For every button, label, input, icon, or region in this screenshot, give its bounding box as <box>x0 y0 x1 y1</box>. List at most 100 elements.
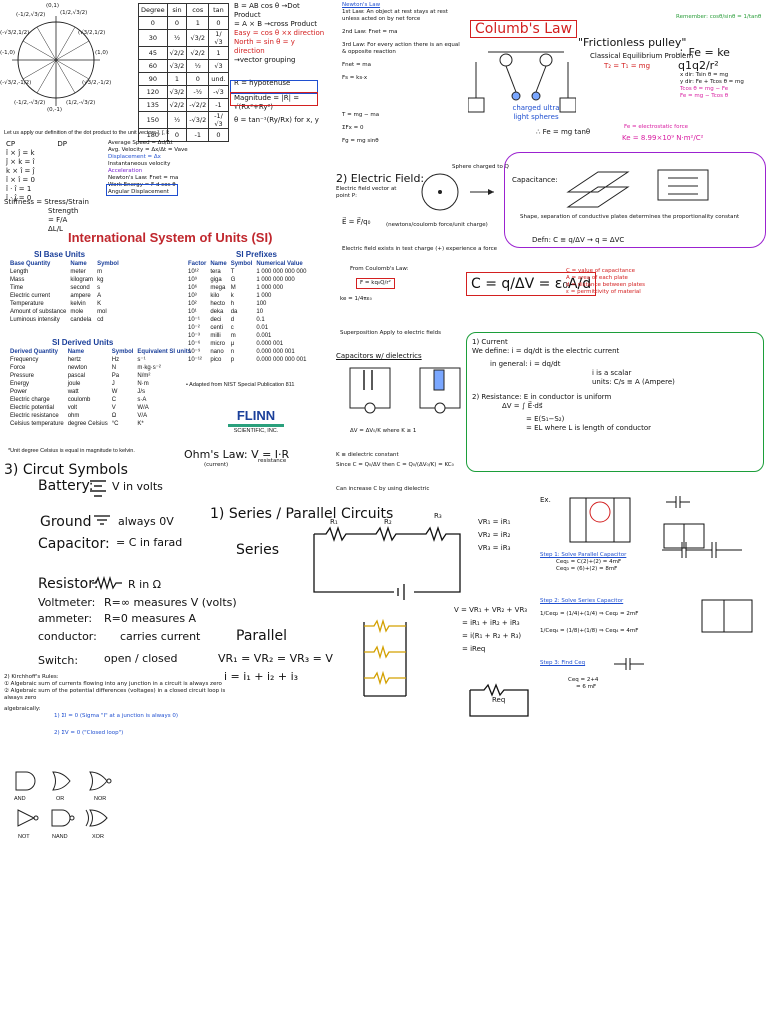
dielectric-eq: ΔV = ΔV₀/K where K ≥ 1 <box>350 428 417 434</box>
symbol-desc: R=0 measures A <box>104 612 197 625</box>
si-prefix-note: • Adapted from NIST Special Publication … <box>186 382 295 388</box>
note-line: î · î = 1 <box>6 185 32 193</box>
table-cell: Electric charge <box>10 397 50 403</box>
symbol-desc: always 0V <box>118 515 174 528</box>
note-line: k × î = ĵ <box>6 167 35 175</box>
note-line: 1/Ceq₄ = (1/8)+(1/8) ⇒ Ceq₄ = 4mF <box>540 628 639 634</box>
legend-item: d = distance between plates <box>566 282 645 288</box>
table-cell: mol <box>97 309 107 315</box>
table-cell: Celsius temperature <box>10 421 64 427</box>
table-cell: Force <box>10 365 26 371</box>
table-cell: N/m² <box>137 373 151 379</box>
vector-notes: B = AB cos θ →Dot Product = A × B →cross… <box>234 2 326 125</box>
symbol-label: Voltmeter: <box>38 596 96 609</box>
table-cell: μ <box>230 341 235 347</box>
legend-item: A = area of each plate <box>566 275 628 281</box>
note-line: Tcos θ = mg − Fe <box>680 86 729 92</box>
dielectric-title: Capacitors w/ dielectrics <box>336 352 422 360</box>
table-cell: 1 000 <box>256 293 272 299</box>
table-cell: second <box>70 285 90 291</box>
unit-circle-label: (-1,0) <box>0 50 16 56</box>
table-header: Derived Quantity <box>10 349 59 355</box>
table-cell: 1 <box>186 16 210 30</box>
table-cell: hecto <box>210 301 226 307</box>
table-header: Name <box>210 261 227 267</box>
note-line: Average Speed = Δd/Δt <box>108 140 173 146</box>
table-cell: 0.01 <box>256 325 269 331</box>
table-cell: 180 <box>138 128 168 142</box>
current-box <box>466 332 764 472</box>
unit-circle-label: (1/2,√3/2) <box>60 10 88 16</box>
table-header: Symbol <box>97 261 119 267</box>
note-line: ĵ × k = î <box>6 158 35 166</box>
note-line: ① Algebraic sum of currents flowing into… <box>4 681 222 687</box>
table-cell: √3/2 <box>186 29 210 47</box>
req-circuit-diagram <box>469 683 529 717</box>
capacitance-legend: C = value of capacitance A = area of eac… <box>566 268 645 296</box>
note-line: = A × B →cross Product <box>234 20 318 28</box>
note-line: 1) ΣI = 0 (Sigma "I" at a junction is al… <box>54 713 179 719</box>
table-cell: W/A <box>137 405 149 411</box>
table-cell: 0.000 000 000 001 <box>256 357 307 363</box>
capacitance-defn: Defn: C ≡ q/ΔV → q = ΔVC <box>532 236 625 244</box>
parallel-eq: i = i₁ + i₂ + i₃ <box>224 670 299 683</box>
symbol-label: Capacitor: <box>38 536 110 552</box>
table-cell: p <box>230 357 235 363</box>
field-eq: E⃗ = F⃗/q₀ <box>342 218 371 226</box>
table-cell: nano <box>210 349 224 355</box>
pulley-title: "Frictionless pulley" <box>578 36 687 49</box>
note-line: î · ĵ = 0 <box>6 194 32 202</box>
capacitance-formula: C = q/ΔV = ε₀A/d <box>466 272 597 296</box>
table-cell: giga <box>210 277 222 283</box>
table-cell: Power <box>10 389 28 395</box>
table-cell: 10⁻² <box>188 325 200 331</box>
table-cell: K* <box>137 421 144 427</box>
table-cell: Temperature <box>10 301 44 307</box>
table-cell: Ω <box>111 413 117 419</box>
stiffness-note: Stiffness = Stress/Strain Strength = F/A… <box>4 198 89 234</box>
table-cell: 90 <box>138 72 168 86</box>
table-header: Numerical Value <box>256 261 303 267</box>
table-cell: -√2/2 <box>186 98 210 112</box>
circuit-symbols-title: 3) Circut Symbols <box>4 462 128 478</box>
table-cell: ½ <box>166 111 188 129</box>
table-cell: s <box>97 285 101 291</box>
ohms-law: Ohm's Law: V = I·R <box>184 448 290 461</box>
classical-problem: Classical Equilibrium Problem <box>590 52 694 60</box>
table-header: Degree <box>138 3 168 17</box>
table-cell: -1/√3 <box>208 111 229 129</box>
resistor-label: R₁ <box>330 518 338 526</box>
pulley-remember: Remember: cosθ/sinθ = 1/tanθ <box>676 14 762 20</box>
table-cell: Luminous intensity <box>10 317 60 323</box>
si-title: International System of Units (SI) <box>68 230 273 245</box>
table-cell: W <box>111 389 118 395</box>
note-line: 2) ΣV = 0 ("Closed loop") <box>54 730 124 736</box>
table-cell: d <box>230 317 235 323</box>
table-header-row: Derived Quantity Name Symbol Equivalent … <box>8 348 193 356</box>
table-cell: volt <box>67 405 78 411</box>
coulomb-equation: ∴ Fe = ke q1q2/r² <box>678 46 730 72</box>
table-cell: micro <box>210 341 226 347</box>
note-line: = iReq <box>462 645 486 653</box>
table-cell: M <box>230 285 236 291</box>
table-cell: watt <box>67 389 79 395</box>
symbol-desc: V in volts <box>112 480 163 493</box>
table-cell: m <box>97 269 103 275</box>
table-cell: 10⁶ <box>188 285 198 291</box>
table-cell: T <box>230 269 235 275</box>
table-cell: mole <box>70 309 84 315</box>
note-line: ΔL/L <box>48 225 63 233</box>
